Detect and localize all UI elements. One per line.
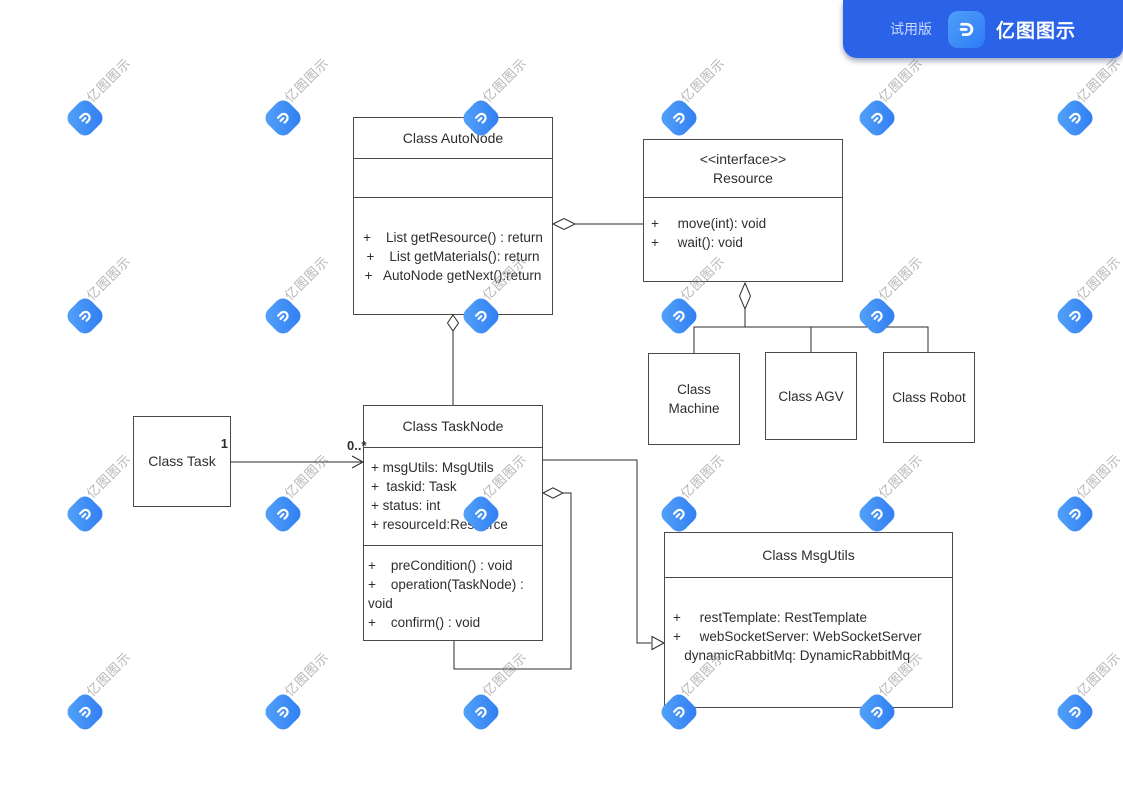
attribute-line: + webSocketServer: WebSocketServer	[673, 629, 922, 644]
attribute-line: + resourceId:Resource	[371, 517, 508, 532]
class-box-task[interactable]: Class Task	[133, 416, 231, 507]
class-box-agv[interactable]: Class AGV	[765, 352, 857, 440]
attributes-compartment-empty	[354, 159, 552, 198]
trial-label: 试用版	[889, 21, 932, 37]
attributes-compartment: + restTemplate: RestTemplate + webSocket…	[665, 578, 952, 665]
stereotype-label: <<interface>>	[699, 150, 787, 167]
class-title: Class MsgUtils	[665, 533, 952, 578]
methods-compartment: + preCondition() : void + operation(Task…	[364, 546, 542, 632]
attribute-line: dynamicRabbitMq: DynamicRabbitMq	[673, 648, 911, 663]
attribute-line: + restTemplate: RestTemplate	[673, 610, 867, 625]
class-title: Class TaskNode	[364, 406, 542, 448]
method-line: + List getResource() : return	[363, 230, 543, 245]
multiplicity-label-target: 0..*	[347, 438, 367, 453]
attribute-line: + taskid: Task	[371, 479, 457, 494]
triangle-arrowhead-msgutils	[651, 635, 666, 651]
class-box-msgutils[interactable]: Class MsgUtils + restTemplate: RestTempl…	[664, 532, 953, 708]
diamond-tasknode-selfloop	[541, 487, 565, 499]
diamond-resource-bottom	[738, 281, 752, 311]
attribute-line: + msgUtils: MsgUtils	[371, 460, 494, 475]
attribute-line: + status: int	[371, 498, 441, 513]
methods-compartment: + move(int): void + wait(): void	[644, 198, 842, 252]
class-title: Class Task	[148, 453, 216, 469]
diamond-autonode-right	[551, 217, 577, 231]
class-box-machine[interactable]: Class Machine	[648, 353, 740, 445]
method-line: + confirm() : void	[368, 615, 481, 630]
interface-name: Resource	[713, 169, 773, 186]
method-line: + move(int): void	[651, 216, 767, 231]
line-tasknode-msgutils	[543, 459, 651, 644]
method-line-wrap: void	[368, 596, 393, 611]
edraw-logo-icon	[947, 10, 985, 48]
method-line: + operation(TaskNode) :	[368, 577, 524, 592]
attributes-compartment: + msgUtils: MsgUtils + taskid: Task + st…	[364, 448, 542, 546]
class-title: Class AGV	[778, 388, 844, 404]
class-title: Class Machine	[668, 382, 720, 416]
diamond-autonode-bottom	[446, 314, 460, 332]
class-box-tasknode[interactable]: Class TaskNode + msgUtils: MsgUtils + ta…	[363, 405, 543, 641]
brand-name: 亿图图示	[995, 20, 1076, 42]
method-line: + AutoNode getNext():return	[364, 268, 542, 283]
interface-title: <<interface>> Resource	[644, 140, 842, 198]
multiplicity-label-source: 1	[220, 436, 228, 451]
class-title: Class Robot	[892, 390, 966, 405]
class-box-robot[interactable]: Class Robot	[883, 352, 975, 443]
method-line: + List getMaterials(): return	[366, 249, 540, 264]
method-line: + preCondition() : void	[368, 558, 513, 573]
methods-compartment: + List getResource() : return + List get…	[354, 198, 552, 285]
method-line: + wait(): void	[651, 235, 743, 250]
class-box-autonode[interactable]: Class AutoNode + List getResource() : re…	[353, 117, 553, 315]
self-aggregation-loop-tasknode	[453, 492, 572, 670]
trial-version-badge[interactable]: 试用版 亿图图示	[843, 0, 1123, 58]
interface-box-resource[interactable]: <<interface>> Resource + move(int): void…	[643, 139, 843, 282]
class-title: Class AutoNode	[354, 118, 552, 159]
